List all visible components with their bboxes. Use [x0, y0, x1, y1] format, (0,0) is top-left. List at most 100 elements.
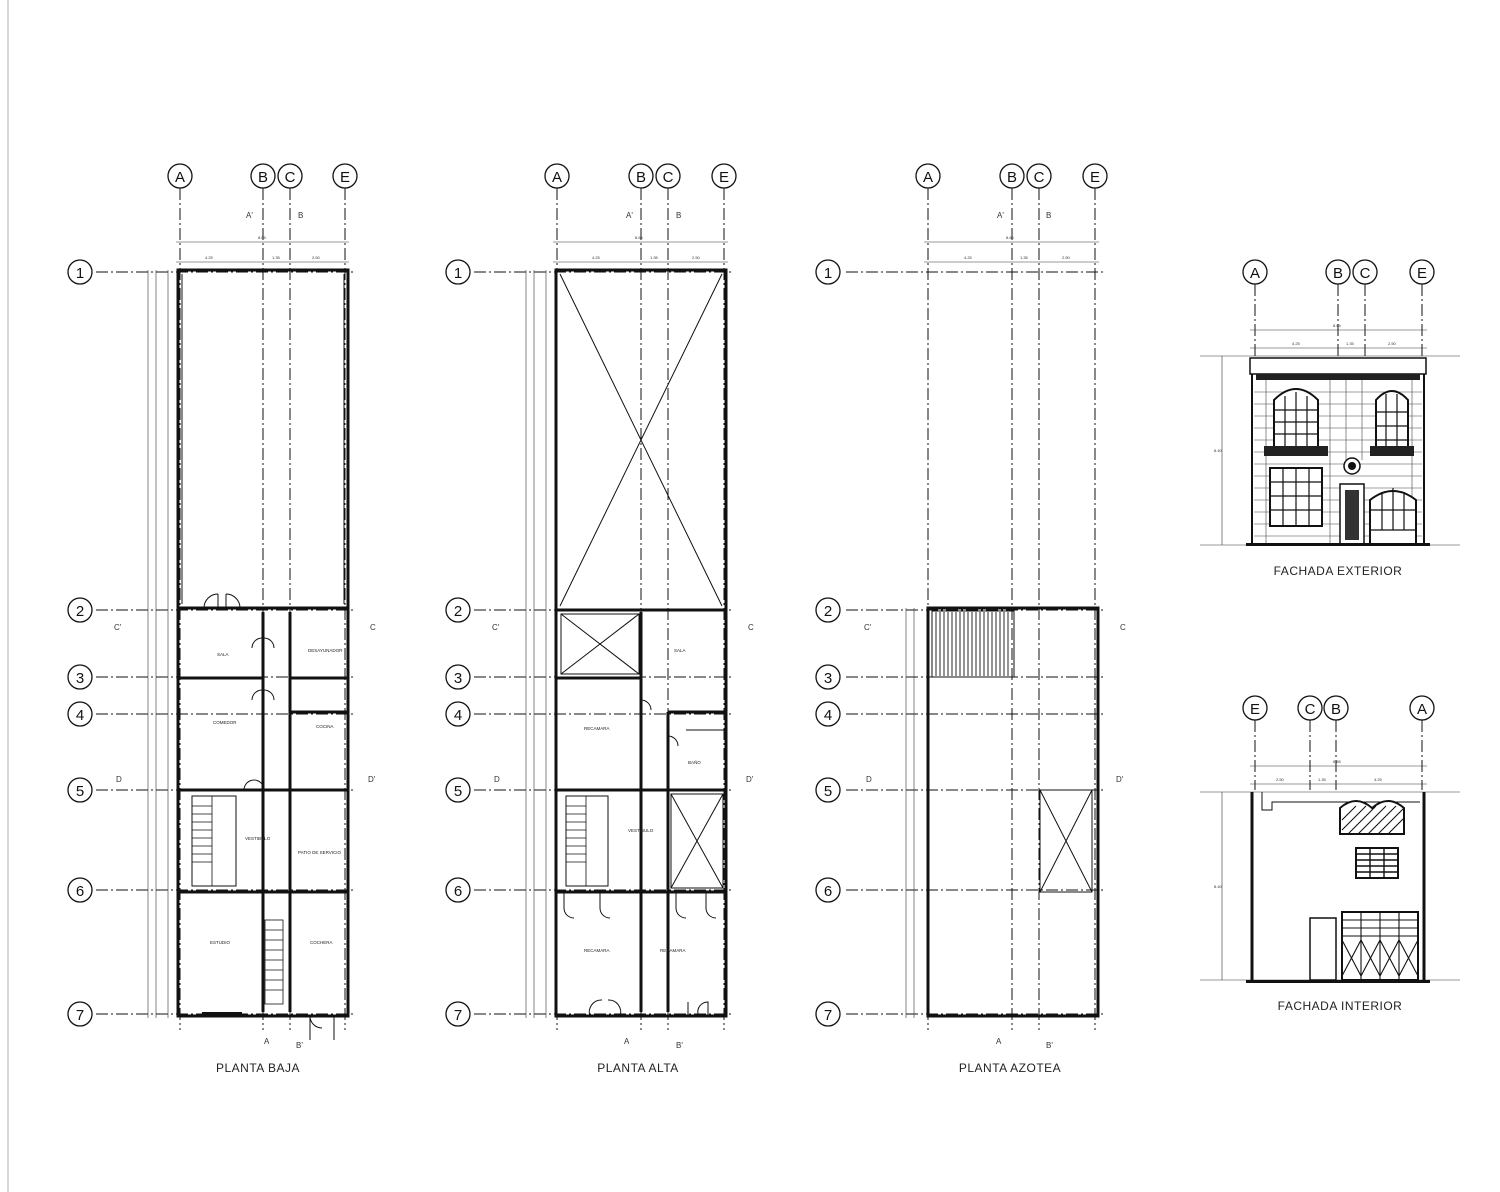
- dim-part-2: 1.35: [272, 255, 281, 260]
- axis-bubble-5: 5: [815, 777, 841, 803]
- axis-bubble-7: 7: [815, 1001, 841, 1027]
- fachada-interior-title: FACHADA INTERIOR: [1278, 999, 1403, 1013]
- svg-text:1.35: 1.35: [650, 255, 659, 260]
- svg-text:A: A: [1250, 265, 1260, 282]
- svg-text:7: 7: [824, 1007, 832, 1024]
- svg-text:2.50: 2.50: [1388, 341, 1397, 346]
- axis-bubble-2: 2: [445, 597, 471, 623]
- svg-text:8.65: 8.65: [635, 235, 644, 240]
- section-a: A: [264, 1037, 270, 1046]
- svg-text:E: E: [340, 169, 350, 186]
- dim-total: 8.65: [258, 235, 267, 240]
- axis-bubble-6: 6: [815, 877, 841, 903]
- svg-text:6: 6: [76, 883, 84, 900]
- svg-text:3: 3: [454, 670, 462, 687]
- room-patio-servicio: PATIO DE SERVICIO: [298, 850, 342, 855]
- fachada-interior-elevation: 8.65 2.50 1.35 4.25 8.40: [1200, 695, 1460, 1013]
- svg-text:8.65: 8.65: [1333, 759, 1342, 764]
- svg-text:B: B: [1046, 211, 1051, 220]
- svg-text:A: A: [175, 169, 185, 186]
- room-bano: BAÑO: [688, 759, 701, 765]
- room-recamara-2: RECAMARA: [584, 948, 610, 953]
- room-comedor: COMEDOR: [213, 720, 237, 725]
- svg-text:A: A: [996, 1037, 1002, 1046]
- axis-bubble-a: A: [915, 163, 941, 189]
- room-sala: SALA: [217, 652, 229, 657]
- svg-text:B: B: [636, 169, 646, 186]
- svg-text:4: 4: [454, 707, 462, 724]
- section-d-prime: D': [368, 775, 376, 784]
- svg-text:2: 2: [454, 603, 462, 620]
- room-cocina: COCINA: [316, 724, 334, 729]
- svg-text:D': D': [1116, 775, 1124, 784]
- axis-bubble-b: B: [999, 163, 1025, 189]
- svg-text:D: D: [866, 775, 872, 784]
- axis-bubble-6: 6: [67, 877, 93, 903]
- axis-bubble-c: C: [1352, 259, 1378, 285]
- axis-bubble-7: 7: [67, 1001, 93, 1027]
- svg-text:4.25: 4.25: [964, 255, 973, 260]
- svg-text:3: 3: [824, 670, 832, 687]
- section-a-prime: A': [246, 211, 253, 220]
- axis-bubble-4: 4: [67, 701, 93, 727]
- svg-text:8.40: 8.40: [1214, 448, 1223, 453]
- section-c: C: [370, 623, 376, 632]
- svg-text:C: C: [1360, 265, 1371, 282]
- svg-text:C': C': [492, 623, 500, 632]
- axis-bubble-3: 3: [445, 664, 471, 690]
- axis-bubble-e: E: [1409, 259, 1435, 285]
- svg-text:B: B: [258, 169, 268, 186]
- section-c-prime: C': [114, 623, 122, 632]
- svg-text:B: B: [1333, 265, 1343, 282]
- planta-baja-title: PLANTA BAJA: [216, 1061, 300, 1075]
- svg-text:B': B': [1046, 1041, 1053, 1050]
- axis-bubble-b: B: [628, 163, 654, 189]
- svg-text:8.65: 8.65: [1333, 323, 1342, 328]
- svg-text:D': D': [746, 775, 754, 784]
- svg-text:2: 2: [824, 603, 832, 620]
- axis-bubble-c: C: [277, 163, 303, 189]
- svg-text:A: A: [923, 169, 933, 186]
- svg-text:7: 7: [76, 1007, 84, 1024]
- section-b-prime: B': [296, 1041, 303, 1050]
- axis-bubble-c: C: [655, 163, 681, 189]
- axis-bubble-e: E: [332, 163, 358, 189]
- room-vestibulo-alta: VESTIBULO: [628, 828, 654, 833]
- room-desayunador: DESAYUNADOR: [308, 648, 343, 653]
- svg-text:2.50: 2.50: [692, 255, 701, 260]
- axis-bubble-a: A: [167, 163, 193, 189]
- svg-text:1: 1: [76, 265, 84, 282]
- svg-text:6: 6: [454, 883, 462, 900]
- planta-baja-plan: 8.65 4.25 1.35 2.50: [67, 163, 376, 1075]
- svg-text:A': A': [626, 211, 633, 220]
- svg-text:B: B: [676, 211, 681, 220]
- section-d: D: [116, 775, 122, 784]
- axis-bubble-a: A: [1409, 695, 1435, 721]
- planta-alta-title: PLANTA ALTA: [597, 1061, 679, 1075]
- axis-bubble-c: C: [1026, 163, 1052, 189]
- svg-text:3: 3: [76, 670, 84, 687]
- dim-part-1: 4.25: [205, 255, 214, 260]
- axis-bubble-4: 4: [815, 701, 841, 727]
- svg-text:C': C': [864, 623, 872, 632]
- svg-text:A: A: [624, 1037, 630, 1046]
- axis-bubble-e: E: [1082, 163, 1108, 189]
- svg-text:A': A': [997, 211, 1004, 220]
- axis-bubble-c: C: [1297, 695, 1323, 721]
- svg-text:5: 5: [76, 783, 84, 800]
- svg-text:1: 1: [824, 265, 832, 282]
- svg-text:4.25: 4.25: [592, 255, 601, 260]
- svg-text:A: A: [552, 169, 562, 186]
- room-sala-alta: SALA: [674, 648, 686, 653]
- svg-text:2.50: 2.50: [1062, 255, 1071, 260]
- section-b: B: [298, 211, 303, 220]
- axis-bubble-2: 2: [67, 597, 93, 623]
- axis-bubble-5: 5: [67, 777, 93, 803]
- axis-bubble-1: 1: [67, 259, 93, 285]
- axis-bubble-7: 7: [445, 1001, 471, 1027]
- svg-text:C: C: [663, 169, 674, 186]
- room-cochera: COCHERA: [310, 940, 333, 945]
- axis-bubble-b: B: [1325, 259, 1351, 285]
- svg-text:2.50: 2.50: [1276, 777, 1285, 782]
